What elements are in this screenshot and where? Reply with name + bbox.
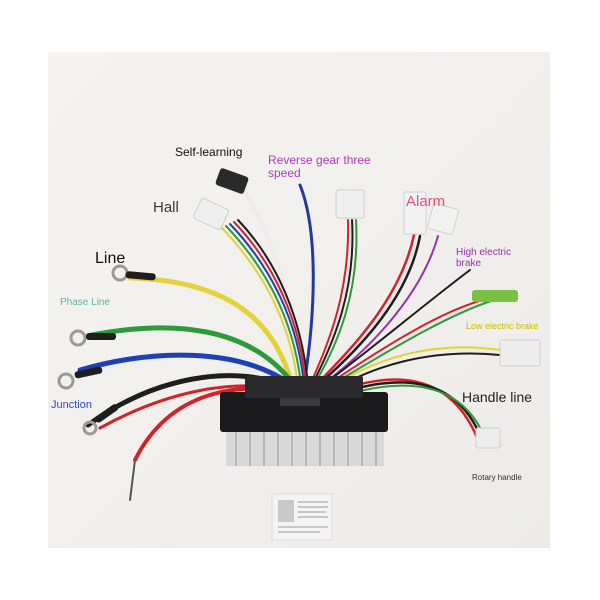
label-hall: Hall (153, 199, 179, 216)
product-sticker (271, 493, 333, 541)
top-wires (221, 183, 495, 389)
connectors (193, 168, 541, 449)
label-line: Line (95, 250, 126, 267)
label-reverse-gear: Reverse gear three speed (268, 153, 371, 180)
label-high-electric-brake: High electric brake (456, 247, 512, 269)
terminal-sleeves (74, 271, 156, 423)
label-self-learning: Self-learning (175, 145, 243, 159)
label-alarm: Alarm (406, 193, 446, 210)
heat-sink (226, 428, 384, 466)
label-handle-line: Handle line (462, 389, 533, 405)
label-junction: Junction (51, 399, 92, 411)
controller-body (220, 376, 388, 432)
label-low-electric-brake: Low electric brake (466, 321, 539, 331)
label-rotary-handle: Rotary handle (472, 473, 522, 482)
label-phase-line: Phase Line (60, 297, 111, 308)
